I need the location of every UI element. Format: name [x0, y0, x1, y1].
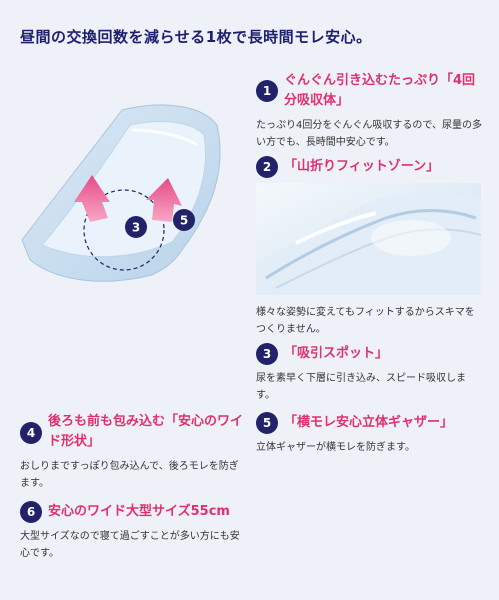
fit-zone-photo: [256, 183, 481, 295]
feature-3-badge: 3: [256, 343, 278, 365]
feature-1-title-1: ぐんぐん引き込むたっぷり「4回: [284, 73, 476, 88]
feature-6-desc-1: 大型サイズなので寝て過ごすことが多い方にも安: [20, 531, 240, 542]
feature-5-desc-1: 立体ギャザーが横モレを防ぎます。: [256, 442, 415, 453]
suction-spot-zone: [83, 189, 165, 271]
feature-4-title-2: ド形状」: [48, 434, 101, 449]
feature-6-badge: 6: [20, 501, 42, 523]
feature-5-badge: 5: [256, 412, 278, 434]
feature-3-desc-1: 尿を素早く下層に引き込み、スピード吸収しま: [256, 373, 466, 384]
feature-2-desc-1: 様々な姿勢に変えてもフィットするからスキマを: [256, 307, 475, 318]
page-headline: 昼間の交換回数を減らせる1枚で長時間モレ安心。: [20, 28, 372, 46]
feature-4-desc-1: おしりまですっぽり包み込んで、後ろモレを防ぎ: [20, 461, 239, 472]
feature-4-title-1: 後ろも前も包み込む「安心のワイ: [48, 414, 244, 429]
arrow-left-icon: [74, 175, 110, 222]
feature-5-title: 「横モレ安心立体ギャザー」: [284, 415, 454, 430]
feature-1-desc-1: たっぷり4回分をぐんぐん吸収するので、尿量の多: [256, 120, 482, 131]
pad-illustration: 3 5: [21, 104, 221, 282]
feature-1-title-2: 分吸収体」: [284, 93, 350, 108]
feature-1-desc-2: い方でも、長時間中安心です。: [256, 137, 395, 148]
callout-5: 5: [180, 214, 188, 228]
feature-4-desc-2: ます。: [20, 478, 49, 489]
feature-2-desc-2: つくりません。: [256, 324, 326, 335]
arrow-right-icon: [146, 178, 182, 222]
feature-1-badge: 1: [256, 80, 278, 102]
feature-4-badge: 4: [20, 422, 42, 444]
callout-3: 3: [132, 221, 140, 235]
feature-6-desc-2: 心です。: [20, 548, 59, 559]
feature-3-title: 「吸引スポット」: [284, 346, 389, 361]
feature-3-desc-2: す。: [256, 390, 275, 401]
feature-2-title: 「山折りフィットゾーン」: [284, 159, 440, 174]
feature-6-title: 安心のワイド大型サイズ55cm: [48, 504, 230, 519]
feature-2-badge: 2: [256, 156, 278, 178]
